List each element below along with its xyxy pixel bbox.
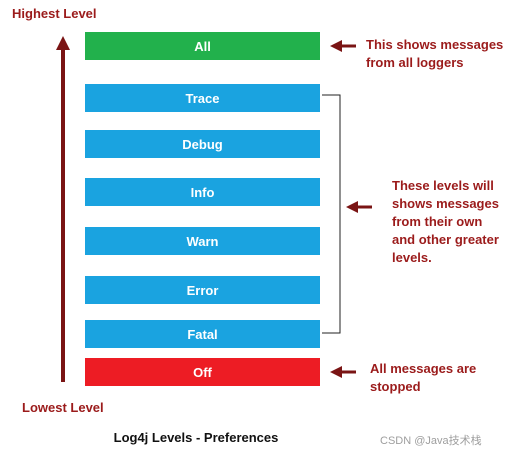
level-trace: Trace [85,84,320,112]
mid-note-line-1: These levels will [392,178,494,193]
levels-bracket [322,94,341,334]
level-off: Off [85,358,320,386]
level-all-label: All [194,38,211,54]
mid-note-line-3: from their own [392,214,483,229]
off-note-arrowhead [330,366,342,378]
mid-note-line-5: levels. [392,250,432,265]
level-debug-label: Debug [182,136,223,152]
off-level-note: All messages are stopped [370,360,476,396]
level-warn: Warn [85,227,320,255]
diagram-caption: Log4j Levels - Preferences [113,430,279,445]
all-note-arrowhead [330,40,342,52]
level-fatal-label: Fatal [187,326,218,342]
level-off-label: Off [193,364,212,380]
level-debug: Debug [85,130,320,158]
level-warn-label: Warn [186,233,219,249]
mid-note-arrowhead [346,201,358,213]
all-note-line-1: This shows messages [366,37,504,52]
level-error: Error [85,276,320,304]
all-note-line-2: from all loggers [366,55,464,70]
watermark: CSDN @Java技术栈 [380,435,482,447]
level-trace-label: Trace [185,90,220,106]
level-axis-arrowhead [56,36,70,50]
level-info-label: Info [190,184,215,200]
all-level-note: This shows messages from all loggers [366,36,503,72]
middle-levels-note: These levels will shows messages from th… [392,177,499,267]
lowest-level-label: Lowest Level [22,400,104,415]
level-fatal: Fatal [85,320,320,348]
highest-level-label: Highest Level [12,6,97,21]
mid-note-line-4: and other greater [392,232,499,247]
level-error-label: Error [186,282,219,298]
level-all: All [85,32,320,60]
off-note-line-1: All messages are [370,361,477,376]
off-note-line-2: stopped [370,379,421,394]
mid-note-line-2: shows messages [392,196,499,211]
level-info: Info [85,178,320,206]
